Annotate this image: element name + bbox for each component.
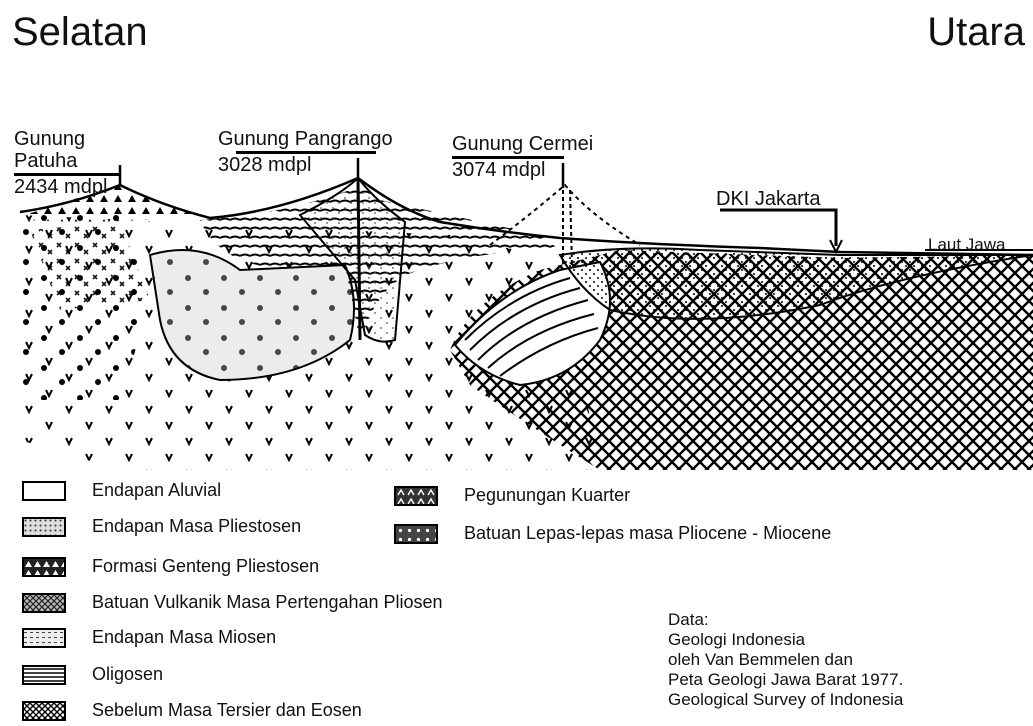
legend-swatch (394, 486, 438, 506)
legend-swatch (22, 481, 66, 501)
legend-swatch (22, 628, 66, 648)
legend-item-pleistocene-deposit: Endapan Masa Pliestosen (22, 516, 301, 537)
peak-name: Gunung Pangrango (218, 128, 418, 150)
legend-item-loose-rock: Batuan Lepas-lepas masa Pliocene - Mioce… (394, 523, 831, 544)
legend-item-alluvial: Endapan Aluvial (22, 480, 221, 501)
legend-label: Pegunungan Kuarter (464, 485, 630, 506)
peak-elevation: 3074 mdpl (452, 159, 612, 181)
legend-item-quaternary: Pegunungan Kuarter (394, 485, 630, 506)
legend-label: Batuan Lepas-lepas masa Pliocene - Mioce… (464, 523, 831, 544)
credit-line: oleh Van Bemmelen dan (668, 650, 903, 670)
legend-item-genteng: Formasi Genteng Pliestosen (22, 556, 319, 577)
legend-label: Oligosen (92, 664, 163, 685)
peak-elevation: 2434 mdpl (14, 176, 134, 198)
peak-label-pangrango: Gunung Pangrango 3028 mdpl (218, 128, 418, 176)
sea-label: Laut Jawa (928, 234, 1006, 256)
legend-item-miocene: Endapan Masa Miosen (22, 627, 276, 648)
legend-swatch (22, 593, 66, 613)
credit-line: Geologi Indonesia (668, 630, 903, 650)
credit-line: Data: (668, 610, 903, 630)
legend-label: Formasi Genteng Pliestosen (92, 556, 319, 577)
legend-swatch (22, 557, 66, 577)
peak-elevation: 3028 mdpl (218, 154, 418, 176)
credit-line: Peta Geologi Jawa Barat 1977. (668, 670, 903, 690)
peak-name: Gunung Patuha (14, 128, 134, 172)
legend-item-volcanic-pliocene: Batuan Vulkanik Masa Pertengahan Pliosen (22, 592, 443, 613)
legend-swatch (22, 665, 66, 685)
legend-swatch (22, 701, 66, 721)
peak-name: Gunung Cermei (452, 133, 612, 155)
geologic-cross-section (0, 0, 1033, 480)
legend-label: Sebelum Masa Tersier dan Eosen (92, 700, 362, 721)
peak-label-cermei: Gunung Cermei 3074 mdpl (452, 133, 612, 181)
city-label: DKI Jakarta (716, 188, 820, 210)
legend-item-pre-tertiary: Sebelum Masa Tersier dan Eosen (22, 700, 362, 721)
legend-label: Endapan Masa Pliestosen (92, 516, 301, 537)
legend-label: Batuan Vulkanik Masa Pertengahan Pliosen (92, 592, 443, 613)
jakarta-pointer (720, 210, 836, 246)
legend-item-oligocene: Oligosen (22, 664, 163, 685)
credit-line: Geological Survey of Indonesia (668, 690, 903, 710)
peak-label-patuha: Gunung Patuha 2434 mdpl (14, 128, 134, 198)
data-credit: Data: Geologi Indonesia oleh Van Bemmele… (668, 610, 903, 710)
legend-swatch (22, 517, 66, 537)
legend-label: Endapan Masa Miosen (92, 627, 276, 648)
legend-label: Endapan Aluvial (92, 480, 221, 501)
legend-swatch (394, 524, 438, 544)
